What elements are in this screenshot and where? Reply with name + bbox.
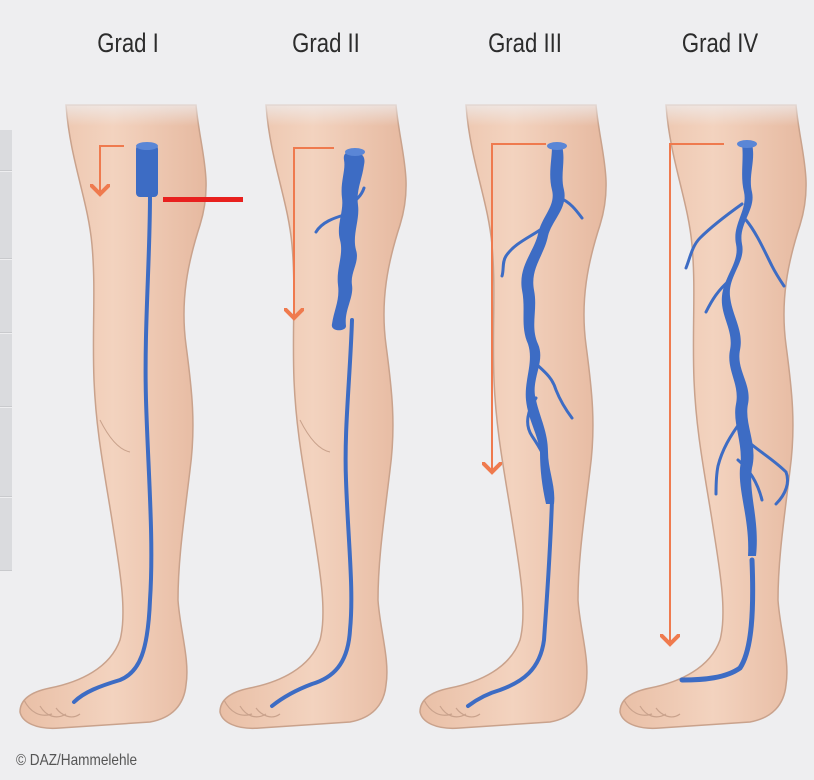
leg-grade-1 xyxy=(20,96,243,728)
leg-grade-3 xyxy=(420,96,610,728)
grade-3-title: Grad III xyxy=(443,28,607,59)
leg-skin xyxy=(420,105,606,728)
leg-grade-4 xyxy=(620,96,810,728)
grade-1-title: Grad I xyxy=(46,28,210,59)
leg-grade-2 xyxy=(220,96,410,728)
leg-skin xyxy=(620,105,806,728)
copyright-credit: © DAZ/Hammelehle xyxy=(16,752,137,770)
leg-skin xyxy=(220,105,406,728)
grade-2-title: Grad II xyxy=(244,28,408,59)
vein-valve-reservoir xyxy=(136,145,158,197)
grade-4-title: Grad IV xyxy=(638,28,802,59)
red-marker xyxy=(163,197,243,202)
